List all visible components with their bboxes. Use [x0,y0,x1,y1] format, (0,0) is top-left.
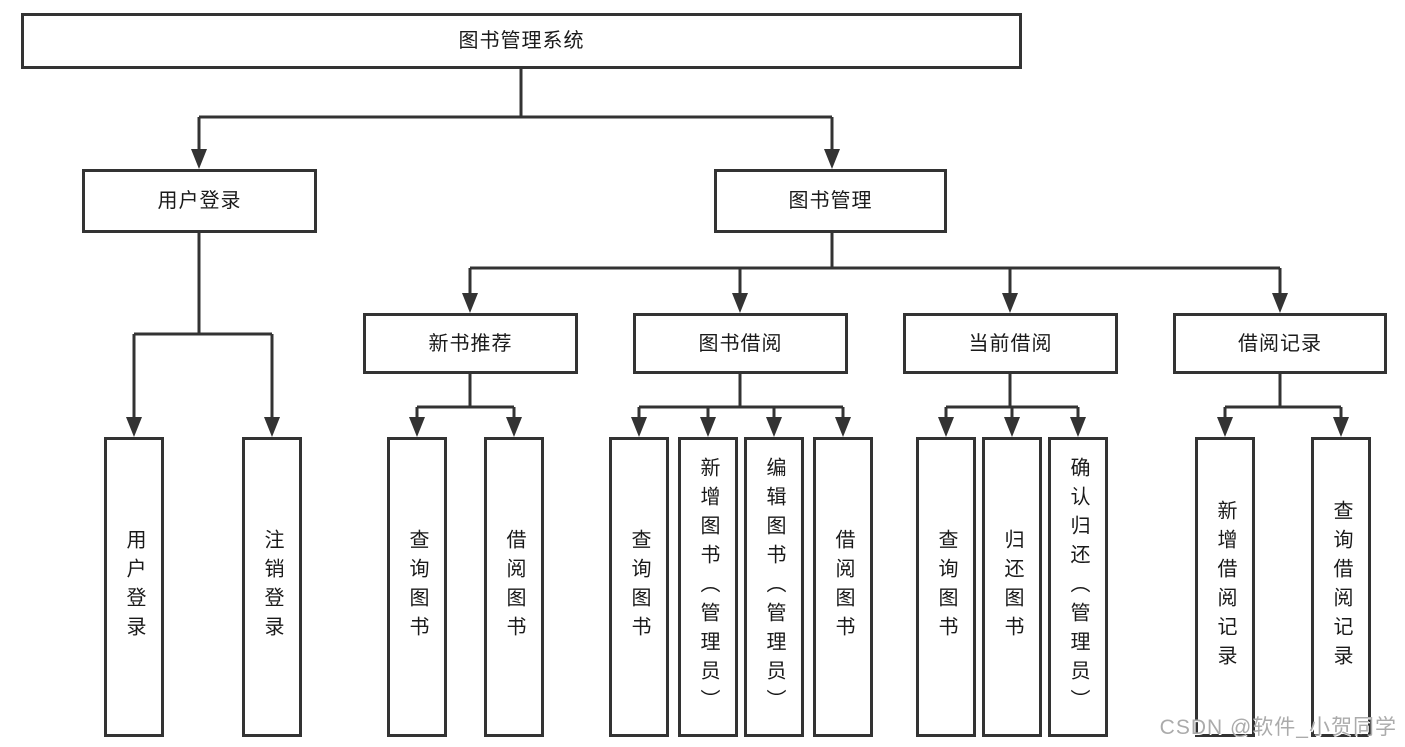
node-user-login: 用户登录 [82,169,317,233]
leaf-confirm-return-admin-label: 确认归还（管理员） [1067,456,1089,718]
leaf-logout: 注销登录 [242,437,302,737]
leaf-add-borrow-record-label: 新增借阅记录 [1214,500,1236,674]
leaf-confirm-return-admin: 确认归还（管理员） [1048,437,1108,737]
leaf-edit-book-admin: 编辑图书（管理员） [744,437,804,737]
leaf-query-borrow-record-label: 查询借阅记录 [1330,500,1352,674]
leaf-query-book-borrow: 查询图书 [609,437,669,737]
leaf-query-book-recommend-label: 查询图书 [406,529,428,645]
leaf-query-book-borrow-label: 查询图书 [628,529,650,645]
leaf-return-book: 归还图书 [982,437,1042,737]
connector-recommend-to-leaves [415,374,516,418]
connector-root-to-level2 [197,69,834,150]
arrowhead-icon [1272,293,1288,313]
node-borrow-records: 借阅记录 [1173,313,1387,374]
csdn-watermark: CSDN @软件_小贺同学 [1159,716,1397,739]
arrowhead-icon [700,417,716,437]
connector-borrow-to-leaves [637,374,845,418]
leaf-borrow-book-recommend-label: 借阅图书 [503,529,525,645]
arrowhead-icon [1070,417,1086,437]
arrowhead-icon [766,417,782,437]
arrowhead-icon [1004,417,1020,437]
node-book-borrow-label: 图书借阅 [698,332,783,355]
leaf-query-book-recommend: 查询图书 [387,437,447,737]
arrowhead-icon [264,417,280,437]
arrowhead-icon [1217,417,1233,437]
arrowhead-icon [938,417,954,437]
arrowhead-icon [409,417,425,437]
node-book-management-label: 图书管理 [788,190,873,212]
leaf-edit-book-admin-label: 编辑图书（管理员） [763,456,785,718]
node-current-borrow-label: 当前借阅 [968,332,1053,355]
connector-userlogin-to-leaves [132,233,274,418]
connector-bookmgmt-to-level3 [468,233,1282,294]
leaf-query-book-current-label: 查询图书 [935,529,957,645]
node-new-book-recommend: 新书推荐 [363,313,578,374]
leaf-logout-label: 注销登录 [261,529,283,645]
node-book-borrow: 图书借阅 [633,313,848,374]
leaf-add-book-admin: 新增图书（管理员） [678,437,738,737]
node-root: 图书管理系统 [21,13,1022,69]
arrowhead-icon [631,417,647,437]
connector-current-to-leaves [944,374,1080,418]
leaf-add-borrow-record: 新增借阅记录 [1195,437,1255,737]
arrowhead-icon [191,149,207,169]
node-root-label: 图书管理系统 [458,30,585,52]
arrowhead-icon [462,293,478,313]
leaf-return-book-label: 归还图书 [1001,529,1023,645]
leaf-user-login: 用户登录 [104,437,164,737]
node-borrow-records-label: 借阅记录 [1238,332,1322,355]
node-new-book-recommend-label: 新书推荐 [428,332,513,355]
arrowhead-icon [506,417,522,437]
leaf-add-book-admin-label: 新增图书（管理员） [697,456,719,718]
leaf-user-login-label: 用户登录 [123,529,145,645]
leaf-borrow-book-label: 借阅图书 [832,529,854,645]
leaf-borrow-book: 借阅图书 [813,437,873,737]
leaf-borrow-book-recommend: 借阅图书 [484,437,544,737]
node-book-management: 图书管理 [714,169,947,233]
arrowhead-icon [1333,417,1349,437]
arrowhead-icon [835,417,851,437]
connector-records-to-leaves [1223,374,1343,418]
node-user-login-label: 用户登录 [157,190,242,212]
arrowhead-icon [732,293,748,313]
leaf-query-book-current: 查询图书 [916,437,976,737]
arrowhead-icon [1002,293,1018,313]
arrowhead-icon [126,417,142,437]
node-current-borrow: 当前借阅 [903,313,1118,374]
arrowhead-icon [824,149,840,169]
leaf-query-borrow-record: 查询借阅记录 [1311,437,1371,737]
